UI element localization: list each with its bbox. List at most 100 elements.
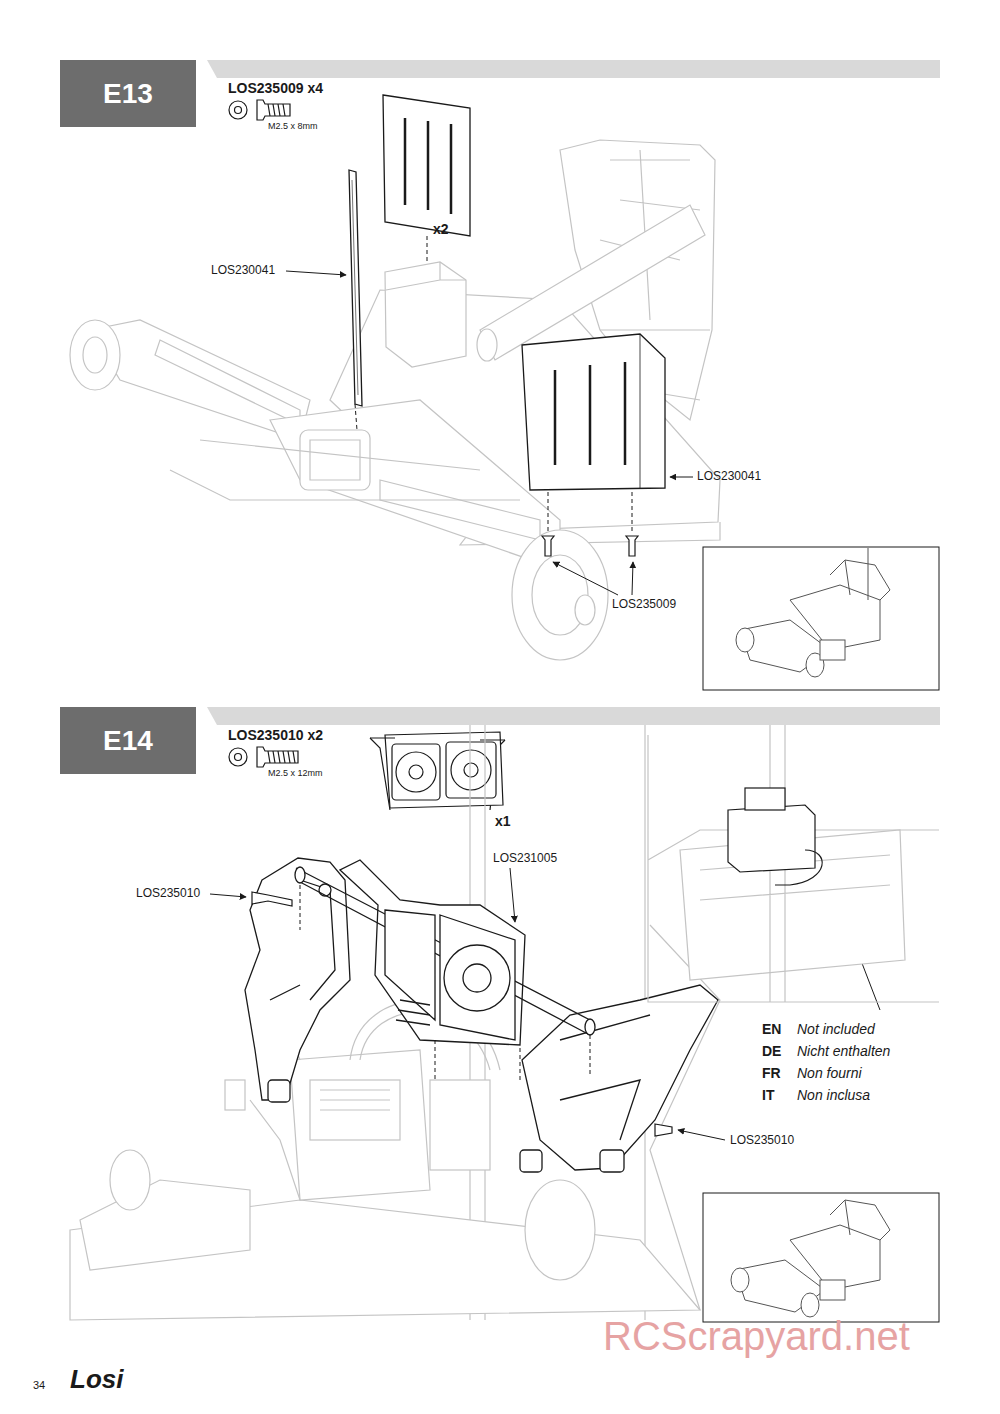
- chassis-line-art: [575, 595, 595, 625]
- radiator-icon: [446, 742, 496, 798]
- screw-icon: [268, 751, 295, 763]
- chassis-line-art: [525, 1180, 595, 1280]
- assembly-guide: [300, 885, 590, 1080]
- radiator-assembly: [295, 860, 595, 1045]
- screw: [626, 536, 638, 556]
- language-code: DE: [762, 1043, 781, 1060]
- radiator-assembly: [440, 915, 515, 1040]
- battery-plate: [349, 95, 665, 490]
- battery-plate: [383, 95, 470, 236]
- screw-icon: [235, 754, 242, 761]
- chassis-line-art: [225, 1080, 245, 1110]
- note: Nicht enthalten: [797, 1043, 890, 1060]
- chassis-line-art: [385, 262, 466, 367]
- chassis-line-art: [480, 205, 705, 360]
- screw-size: M2.5 x 8mm: [268, 121, 318, 132]
- overview-inset: [830, 1200, 890, 1240]
- assembly-guide: [300, 885, 590, 1080]
- receiver-detail: [700, 725, 890, 1002]
- battery-plate: [640, 334, 641, 488]
- overview-inset: [731, 1268, 749, 1292]
- step-number: E14: [103, 725, 153, 757]
- screw: [252, 892, 672, 1136]
- screw-icon: [235, 107, 242, 114]
- watermark: RCScrapyard.net: [603, 1312, 910, 1360]
- screw: [655, 1124, 672, 1136]
- assembly-guide: [355, 236, 632, 534]
- receiver-detail: [728, 788, 822, 885]
- screw-icon: [268, 104, 285, 116]
- step-badge: E13: [60, 60, 196, 127]
- chassis-line-art: [380, 480, 540, 540]
- step-banner: [207, 60, 940, 725]
- radiator-assembly: [396, 1000, 430, 1025]
- brand-logo: Losi: [70, 1364, 123, 1395]
- chassis-line-art: [386, 262, 466, 290]
- step-banner: [207, 60, 940, 78]
- quantity: x1: [495, 813, 511, 830]
- radiator-assembly: [463, 964, 491, 992]
- radiator-icon: [396, 752, 436, 792]
- leader-line: [553, 562, 618, 595]
- cage-bracket: [522, 985, 718, 1170]
- radiator-assembly: [385, 910, 435, 1020]
- leader-line: [670, 477, 693, 478]
- overview-inset: [703, 1193, 939, 1322]
- page-number: 34: [33, 1379, 45, 1392]
- radiator-icon: [464, 763, 478, 777]
- chassis-line-art: [80, 1180, 250, 1270]
- step-badge: E14: [60, 707, 196, 774]
- receiver-detail: [648, 735, 939, 1002]
- receiver-detail: [745, 788, 785, 810]
- note: Non fourni: [797, 1065, 862, 1082]
- chassis-line-art: [290, 1050, 430, 1200]
- part-number: LOS235010: [136, 886, 200, 900]
- note: Not included: [797, 1021, 875, 1038]
- radiator-assembly: [295, 867, 305, 883]
- chassis-line-art: [70, 320, 120, 390]
- battery-plate: [405, 118, 451, 214]
- overview-inset: [868, 548, 869, 600]
- receiver-detail: [728, 805, 815, 872]
- chassis-line-art: [300, 430, 370, 490]
- chassis-line-art: [310, 1080, 400, 1140]
- chassis-line-art: [310, 440, 360, 480]
- part-number: LOS235010 x2: [228, 727, 323, 744]
- radiator-assembly: [340, 860, 525, 1045]
- assembly-guide: [548, 492, 632, 534]
- quantity: x2: [433, 221, 449, 238]
- leader-line: [210, 894, 246, 897]
- step-banner: [207, 707, 940, 725]
- screw-icon: [229, 748, 247, 766]
- radiator-assembly: [444, 945, 510, 1011]
- part-number: LOS230041: [697, 469, 761, 483]
- part-number: LOS235009 x4: [228, 80, 323, 97]
- cage-bracket: [560, 1015, 650, 1140]
- overview-inset: [703, 547, 939, 690]
- screw: [542, 536, 638, 556]
- chassis-line-art: [270, 400, 560, 570]
- chassis-line-art: [512, 530, 608, 660]
- screw: [542, 536, 554, 556]
- language-code: FR: [762, 1065, 781, 1082]
- screw: [252, 892, 292, 906]
- assembly-guide: [355, 236, 427, 430]
- cage-bracket: [600, 1150, 624, 1172]
- note: Non inclusa: [797, 1087, 870, 1104]
- radiator-assembly: [585, 1019, 595, 1035]
- leader-line: [632, 562, 633, 595]
- screw-size: M2.5 x 12mm: [268, 768, 323, 779]
- part-number: LOS230041: [211, 263, 275, 277]
- language-code: EN: [762, 1021, 781, 1038]
- screw-icon: [257, 100, 290, 120]
- screw-icon: [257, 747, 298, 767]
- cage-bracket: [268, 1080, 290, 1102]
- overview-inset: [820, 1280, 845, 1300]
- part-number: LOS235009: [612, 597, 676, 611]
- leader-line: [286, 271, 693, 595]
- screw-icon: [229, 101, 247, 119]
- receiver-detail: [648, 725, 939, 1002]
- chassis-line-art: [430, 1080, 490, 1170]
- chassis-line-art: [320, 1090, 390, 1110]
- overview-inset: [820, 640, 845, 660]
